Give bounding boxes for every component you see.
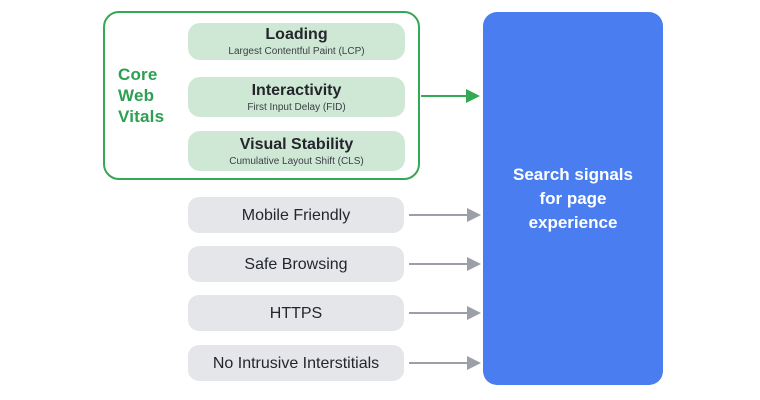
search-signals-text: Search signals for page experience (512, 164, 633, 232)
vital-title: Loading (265, 26, 328, 43)
vital-subtitle: Largest Contentful Paint (LCP) (228, 46, 365, 57)
signal-card-mobile-friendly[interactable]: Mobile Friendly (188, 197, 404, 233)
search-signals-box[interactable]: Search signals for page experience (483, 12, 663, 385)
vital-card-interactivity[interactable]: Interactivity First Input Delay (FID) (188, 77, 405, 117)
vital-card-loading[interactable]: Loading Largest Contentful Paint (LCP) (188, 23, 405, 60)
core-web-vitals-label-line-1: Core (118, 65, 158, 84)
vital-card-visual-stability[interactable]: Visual Stability Cumulative Layout Shift… (188, 131, 405, 171)
vital-title: Visual Stability (239, 135, 354, 153)
signal-card-safe-browsing[interactable]: Safe Browsing (188, 246, 404, 282)
vital-title: Interactivity (251, 81, 342, 99)
vital-subtitle: Cumulative Layout Shift (CLS) (229, 155, 364, 167)
core-web-vitals-label-line-3: Vitals (118, 107, 165, 126)
signal-card-https[interactable]: HTTPS (188, 295, 404, 331)
signal-card-no-intrusive-interstitials[interactable]: No Intrusive Interstitials (188, 345, 404, 381)
core-web-vitals-label: Core Web Vitals (118, 64, 184, 127)
core-web-vitals-label-line-2: Web (118, 86, 155, 105)
vital-subtitle: First Input Delay (FID) (247, 101, 346, 113)
